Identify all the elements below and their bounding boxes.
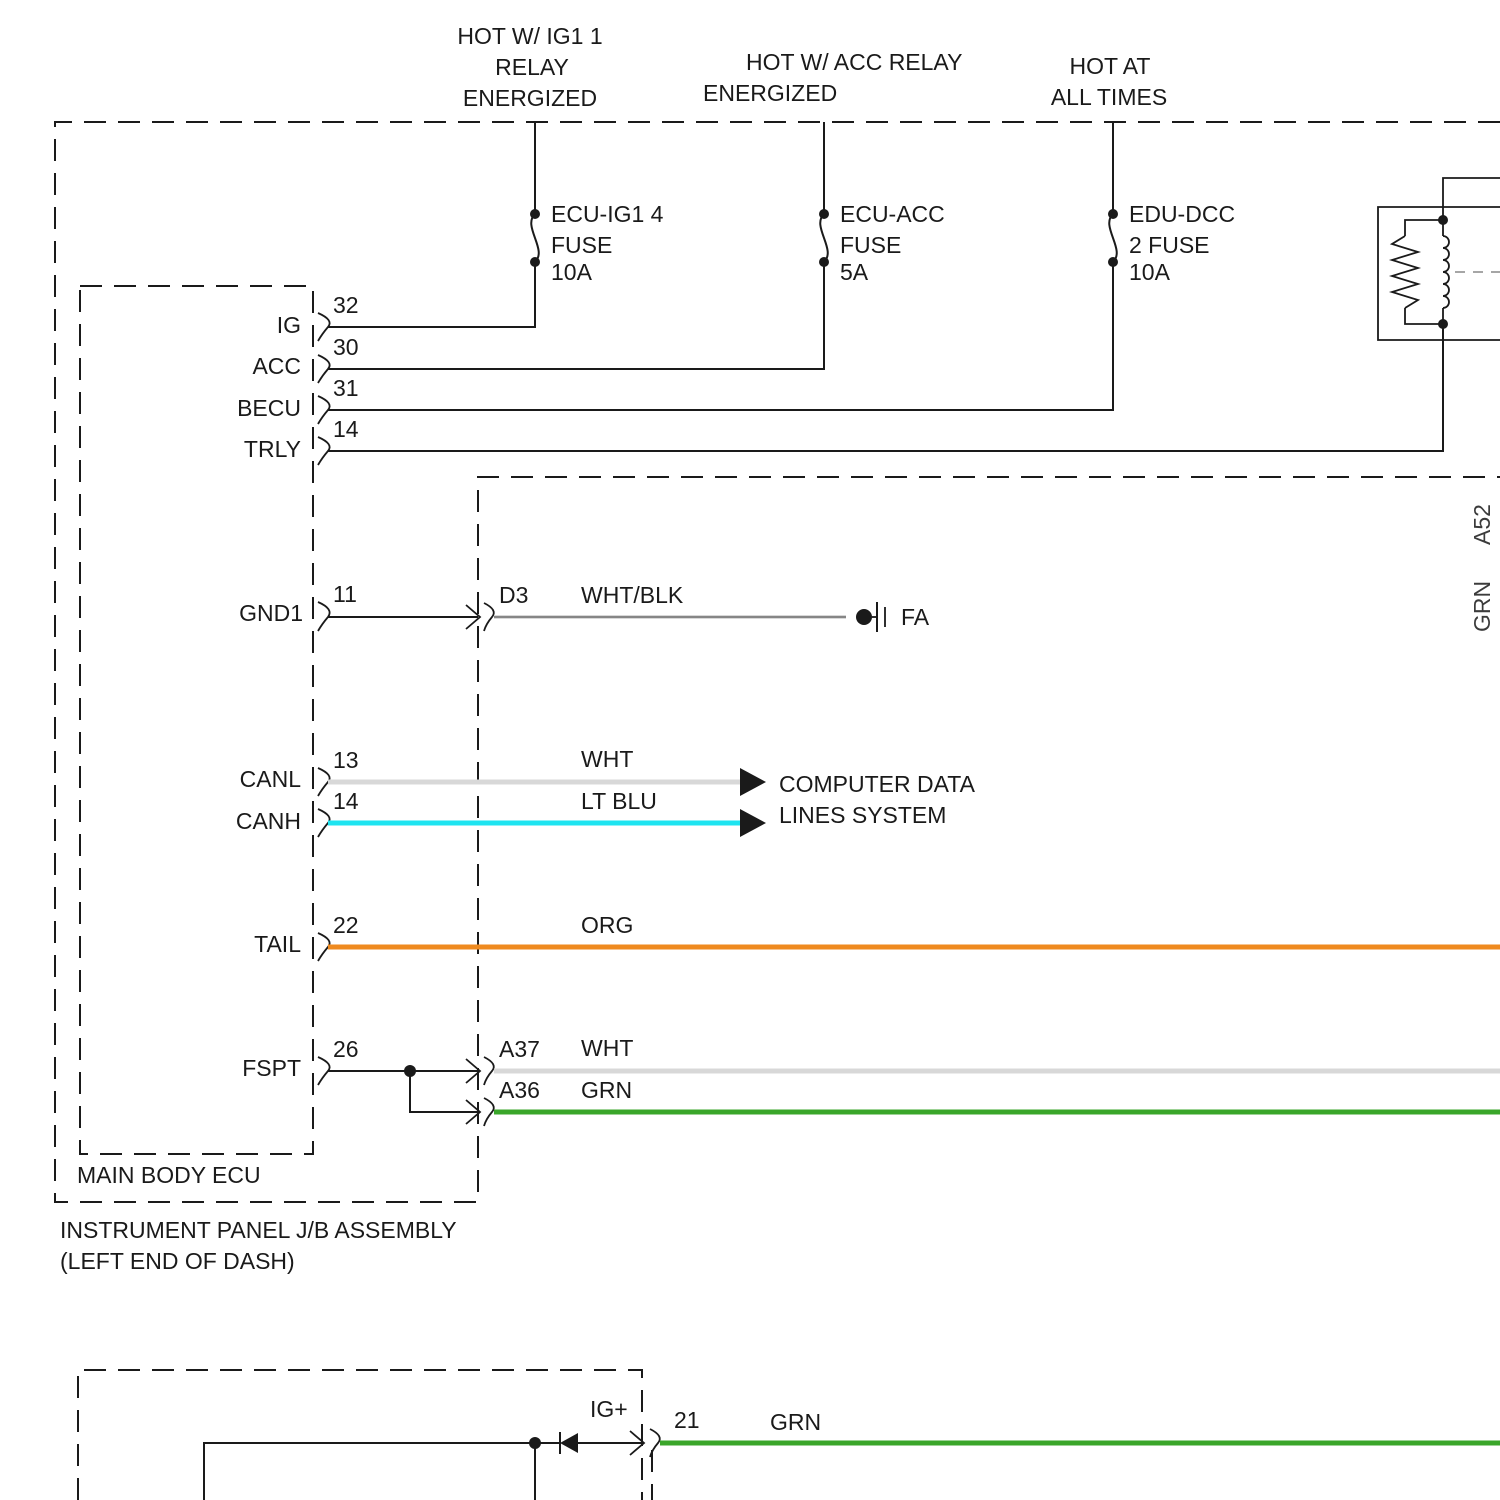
diagram-label: 21: [674, 1407, 700, 1433]
diagram-label: TRLY: [244, 436, 301, 462]
diagram-label: ENERGIZED: [703, 80, 837, 106]
diagram-label: HOT AT: [1070, 53, 1151, 79]
diagram-label: 5A: [840, 259, 869, 285]
diagram-label: WHT: [581, 1035, 633, 1061]
cropped-side-label: A52 GRN: [1469, 504, 1495, 632]
diagram-label: D3: [499, 582, 528, 608]
diagram-label: ALL TIMES: [1051, 84, 1167, 110]
jb-assembly-boundary: [55, 122, 1500, 1202]
diagram-label: A36: [499, 1077, 540, 1103]
diagram-label: 14: [333, 416, 359, 442]
diagram-label: ACC: [252, 353, 301, 379]
diagram-label: 13: [333, 747, 359, 773]
diagram-label: GRN: [581, 1077, 632, 1103]
diagram-label: 10A: [1129, 259, 1171, 285]
diagram-label: FUSE: [551, 232, 612, 258]
diagram-label: 31: [333, 375, 359, 401]
diagram-label: 32: [333, 292, 359, 318]
diagram-label: WHT: [581, 746, 633, 772]
diagram-label: 11: [333, 581, 357, 607]
gnd1-circuit: D3 WHT/BLK FA: [328, 582, 930, 632]
fspt-circuit: A37 A36 WHT GRN: [328, 1035, 1500, 1126]
diagram-label: ORG: [581, 912, 633, 938]
diagram-label: FUSE: [840, 232, 901, 258]
fuse-edu-dcc: EDU-DCC 2 FUSE 10A: [328, 122, 1235, 410]
diagram-label: COMPUTER DATA: [779, 771, 976, 797]
can-circuit: WHT LT BLU COMPUTER DATA LINES SYSTEM: [328, 746, 976, 837]
diagram-label: FSPT: [242, 1055, 301, 1081]
bottom-ecu-boundary: [78, 1370, 642, 1500]
diagram-label: CANL: [240, 766, 302, 792]
diagram-label: BECU: [237, 395, 301, 421]
fuse-ecu-acc: ECU-ACC FUSE 5A: [328, 122, 945, 369]
diagram-label: HOT W/ ACC RELAY: [746, 49, 962, 75]
diagram-label: CANH: [236, 808, 301, 834]
diagram-label: EDU-DCC: [1129, 201, 1235, 227]
diagram-label: LINES SYSTEM: [779, 802, 946, 828]
diagram-label: 10A: [551, 259, 593, 285]
bottom-ecu-ig-circuit: IG+ 21 GRN: [204, 1396, 1500, 1500]
diagram-label: ENERGIZED: [463, 85, 597, 111]
source-acc-relay: HOT W/ ACC RELAY ENERGIZED: [703, 49, 962, 106]
fuse-ecu-ig1: ECU-IG1 4 FUSE 10A: [328, 122, 664, 327]
diagram-label: WHT/BLK: [581, 582, 684, 608]
diagram-label: A52: [1469, 504, 1495, 545]
diagram-label: 26: [333, 1036, 359, 1062]
diagram-label: GRN: [1469, 581, 1495, 632]
diagram-label: 2 FUSE: [1129, 232, 1210, 258]
diagram-label: LT BLU: [581, 788, 657, 814]
diagram-label: ECU-ACC: [840, 201, 945, 227]
source-ig1-relay: HOT W/ IG1 1 RELAY ENERGIZED: [457, 23, 602, 111]
diagram-label: 30: [333, 334, 359, 360]
jb-assembly-location: (LEFT END OF DASH): [60, 1248, 295, 1274]
diagram-label: IG+: [590, 1396, 628, 1422]
diagram-label: A37: [499, 1036, 540, 1062]
diagram-label: 22: [333, 912, 359, 938]
ecu-pin-terminals: [318, 313, 330, 1085]
diagram-label: 14: [333, 788, 359, 814]
main-body-ecu-label: MAIN BODY ECU: [77, 1162, 261, 1188]
diagram-label: GRN: [770, 1409, 821, 1435]
diagram-label: IG: [277, 312, 301, 338]
ground-label: FA: [901, 604, 930, 630]
source-hot-at-all-times: HOT AT ALL TIMES: [1051, 53, 1167, 110]
diagram-label: HOT W/ IG1 1: [457, 23, 602, 49]
diagram-label: TAIL: [254, 931, 301, 957]
diagram-label: ECU-IG1 4: [551, 201, 664, 227]
diagram-label: GND1: [239, 600, 303, 626]
jb-assembly-label: INSTRUMENT PANEL J/B ASSEMBLY: [60, 1217, 457, 1243]
tail-circuit: ORG: [328, 912, 1500, 947]
diagram-label: RELAY: [495, 54, 569, 80]
